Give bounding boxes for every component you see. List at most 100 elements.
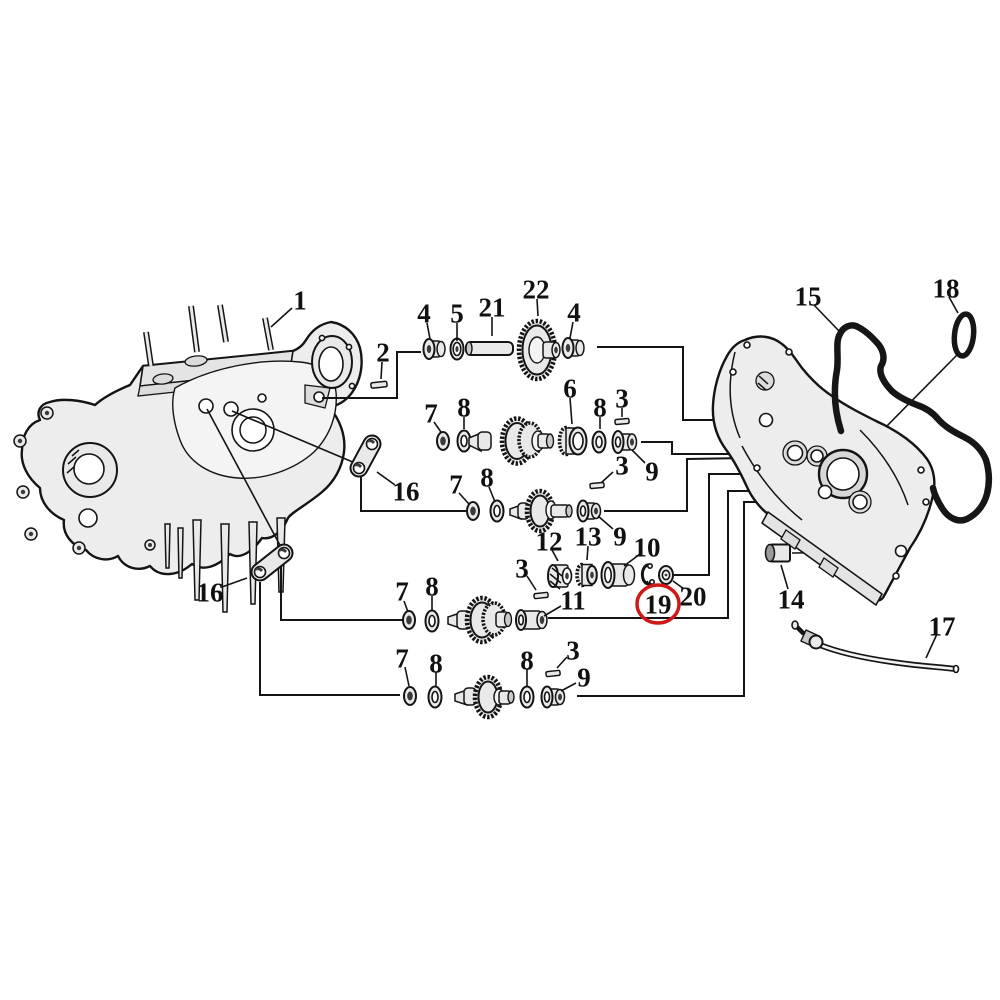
camshaft-2 [468,416,555,466]
camshaft-4 [447,595,513,645]
camshaft-3 [509,488,573,534]
part-3-key-c [533,591,549,600]
case-rib [859,429,909,506]
callout-leader-1 [270,307,293,328]
lower-bore-1 [817,484,833,500]
upper-bore [758,412,774,428]
pipe-elbow-end [791,620,799,630]
deck-foot [780,529,801,550]
callout-leader-3 [556,656,568,669]
camshaft-5 [454,674,515,720]
callout-10: 10 [634,533,661,563]
part-7-bushing [466,501,480,521]
callout-leader-14 [780,564,789,590]
callout-3: 3 [515,554,529,584]
callout-7: 7 [449,470,463,500]
lower-bore [78,508,98,528]
crank-bore-inner [239,416,267,444]
bearing-lobe-bore [318,346,344,382]
callout-15: 15 [795,282,822,312]
callout-leader-3 [526,575,537,591]
callout-leader-4 [426,322,431,340]
part-9-bushing-c [540,685,566,709]
pipe-fitting [808,634,824,650]
callout-leader-22 [536,298,539,317]
row3-left-connector [360,477,466,512]
callout-leader-9 [631,449,646,464]
callout-leader-11 [543,605,562,617]
part-19-snap-ring [640,562,655,586]
plug-bore [894,544,908,558]
rod-link-upper [349,434,382,478]
callout-8: 8 [457,393,471,423]
callout-leader-2 [380,361,383,380]
part-21-idler-shaft [465,341,514,356]
callout-12: 12 [536,527,563,557]
small-bore [257,393,267,403]
callout-16: 16 [393,477,420,507]
part-8-washer [427,685,443,709]
cam-bore-b [223,401,239,417]
callout-3: 3 [615,384,629,414]
callout-8: 8 [429,649,443,679]
lobe-bolt [348,382,356,390]
case-to-lower-link-line [206,408,283,550]
callout-5: 5 [450,299,464,329]
crank-bore [231,408,275,452]
bolt-bosses [13,406,156,555]
deck-pad [184,355,208,367]
o-ring-18 [951,311,977,359]
callout-8: 8 [425,572,439,602]
callout-7: 7 [395,644,409,674]
callout-leader-7 [458,492,470,505]
part-9-bushing-b [576,499,602,523]
cam-bore-a [198,398,214,414]
part-8-washer [489,499,505,523]
case-rib [729,351,741,439]
case-bolts [729,341,930,580]
plug-face [764,543,776,563]
part-8-washer-b [591,430,607,454]
callout-8: 8 [593,393,607,423]
callout-leader-16 [376,471,396,486]
oil-pipe-17 [791,620,960,674]
callout-6: 6 [563,374,577,404]
callout-4: 4 [567,298,581,328]
deck-pad [152,373,174,385]
part-7-bushing [436,431,450,451]
case-rib [741,445,803,521]
cam-row-5 [403,669,566,720]
callout-leader-6 [569,397,573,425]
callout-leader-12 [551,549,559,562]
part-11-tappet [515,609,548,631]
callout-2: 2 [376,338,390,368]
callout-leader-20 [672,580,685,590]
cam-bore-1 [786,444,804,462]
callout-9: 9 [613,522,627,552]
callout-leader-13 [586,545,589,561]
callout-8: 8 [520,646,534,676]
callout-8: 8 [480,463,494,493]
cam-row-3 [466,481,605,534]
callout-leader-3 [600,471,614,484]
row5-left-connector [259,582,400,696]
callout-7: 7 [424,399,438,429]
callout-3: 3 [615,451,629,481]
callout-14: 14 [778,585,805,615]
callout-leader-8 [488,486,496,503]
right-crankcase-half [711,335,936,606]
lower-bore-2 [852,494,868,510]
callout-19: 19 [645,590,672,620]
rod-link-lower [250,543,294,582]
callout-21: 21 [479,293,506,323]
callout-leader-7 [433,421,442,433]
callout-leader-9 [597,515,614,530]
left-crankcase-half [13,304,363,613]
main-bearing-bore [73,453,105,485]
lobe-bolt [318,334,326,342]
callout-leader-7 [403,600,409,613]
callout-leader-7 [404,666,410,687]
